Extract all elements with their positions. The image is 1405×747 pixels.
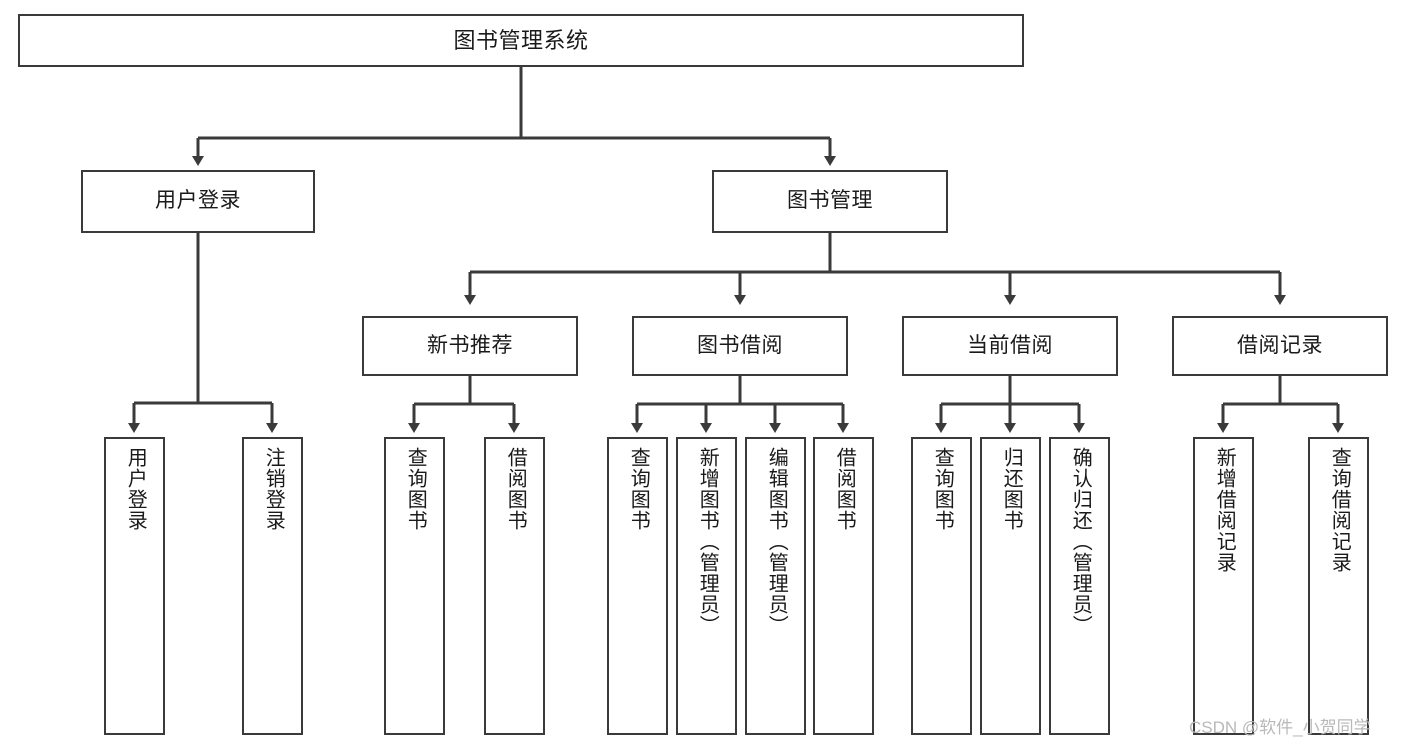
node-label: 图书管理	[787, 189, 873, 213]
leaf-logout[interactable]: 注销登录	[242, 437, 303, 735]
leaf-confirm-return[interactable]: 确认归还（管理员）	[1049, 437, 1110, 735]
node-label: 查询借阅记录	[1328, 447, 1351, 573]
node-label: 图书借阅	[697, 333, 783, 357]
node-borrow-record[interactable]: 借阅记录	[1172, 316, 1388, 376]
node-label: 注销登录	[262, 447, 285, 531]
leaf-borrow-book-recommend[interactable]: 借阅图书	[484, 437, 545, 735]
node-book-manage[interactable]: 图书管理	[712, 170, 948, 233]
node-label: 查询图书	[404, 447, 427, 531]
leaf-query-book-recommend[interactable]: 查询图书	[384, 437, 445, 735]
node-label: 当前借阅	[967, 333, 1053, 357]
node-label: 用户登录	[155, 189, 241, 213]
node-label: 查询图书	[627, 447, 650, 531]
node-label: 新增图书（管理员）	[696, 447, 719, 636]
leaf-query-book-current[interactable]: 查询图书	[911, 437, 972, 735]
node-label: 新增借阅记录	[1213, 447, 1236, 573]
leaf-query-book-borrow[interactable]: 查询图书	[607, 437, 668, 735]
leaf-add-book[interactable]: 新增图书（管理员）	[676, 437, 737, 735]
watermark: CSDN @软件_小贺同学	[1189, 718, 1371, 737]
leaf-query-record[interactable]: 查询借阅记录	[1308, 437, 1369, 735]
leaf-return-book[interactable]: 归还图书	[980, 437, 1041, 735]
node-label: 编辑图书（管理员）	[765, 447, 788, 636]
node-current-borrow[interactable]: 当前借阅	[902, 316, 1118, 376]
node-book-borrow[interactable]: 图书借阅	[632, 316, 848, 376]
node-root-system[interactable]: 图书管理系统	[18, 14, 1024, 67]
node-label: 新书推荐	[427, 333, 513, 357]
node-label: 借阅记录	[1237, 333, 1323, 357]
node-label: 用户登录	[124, 447, 147, 531]
node-user-login[interactable]: 用户登录	[81, 170, 315, 233]
leaf-user-login[interactable]: 用户登录	[104, 437, 165, 735]
node-label: 归还图书	[1000, 447, 1023, 531]
leaf-borrow-book[interactable]: 借阅图书	[813, 437, 874, 735]
node-new-book-recommend[interactable]: 新书推荐	[362, 316, 578, 376]
node-label: 确认归还（管理员）	[1069, 447, 1092, 636]
leaf-edit-book[interactable]: 编辑图书（管理员）	[745, 437, 806, 735]
node-label: 借阅图书	[833, 447, 856, 531]
node-label: 借阅图书	[504, 447, 527, 531]
node-label: 查询图书	[931, 447, 954, 531]
node-label: 图书管理系统	[453, 27, 589, 53]
leaf-add-record[interactable]: 新增借阅记录	[1193, 437, 1254, 735]
